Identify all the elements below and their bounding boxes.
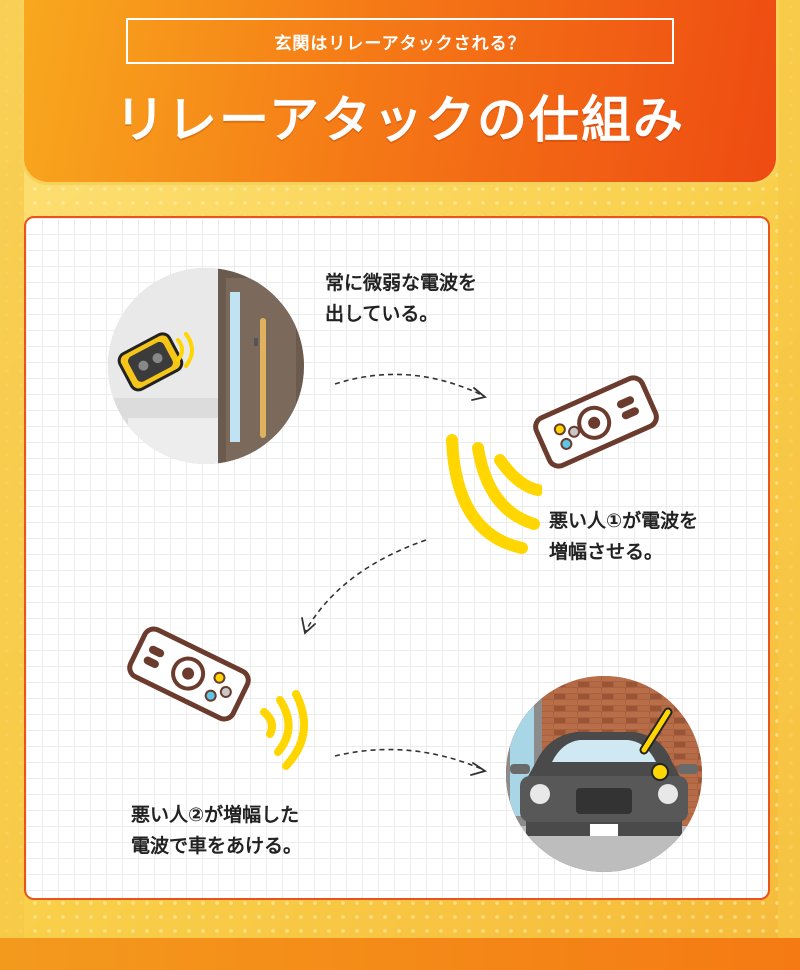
left-stripe <box>0 0 24 940</box>
step3-caption: 悪い人②が増幅した 電波で車をあける。 <box>131 804 303 857</box>
step2-caption: 悪い人①が電波を 増幅させる。 <box>549 510 699 563</box>
door-scene <box>108 268 304 464</box>
car-icon <box>506 676 702 872</box>
remote-icon <box>127 626 251 722</box>
signal-wave-icon <box>446 434 542 554</box>
page-title: リレーアタックの仕組み <box>115 91 685 149</box>
step1-caption: 常に微弱な電波を 出している。 <box>325 272 478 325</box>
remote-icon <box>533 375 659 469</box>
right-stripe <box>778 0 800 940</box>
signal-wave-icon <box>176 332 194 368</box>
header-subtitle: 玄関はリレーアタックされる？ <box>126 18 674 64</box>
key-fob-icon <box>117 332 184 392</box>
header-banner <box>24 0 776 182</box>
signal-wave-icon <box>260 690 308 770</box>
car-scene <box>506 676 702 872</box>
bottom-band <box>0 938 800 970</box>
